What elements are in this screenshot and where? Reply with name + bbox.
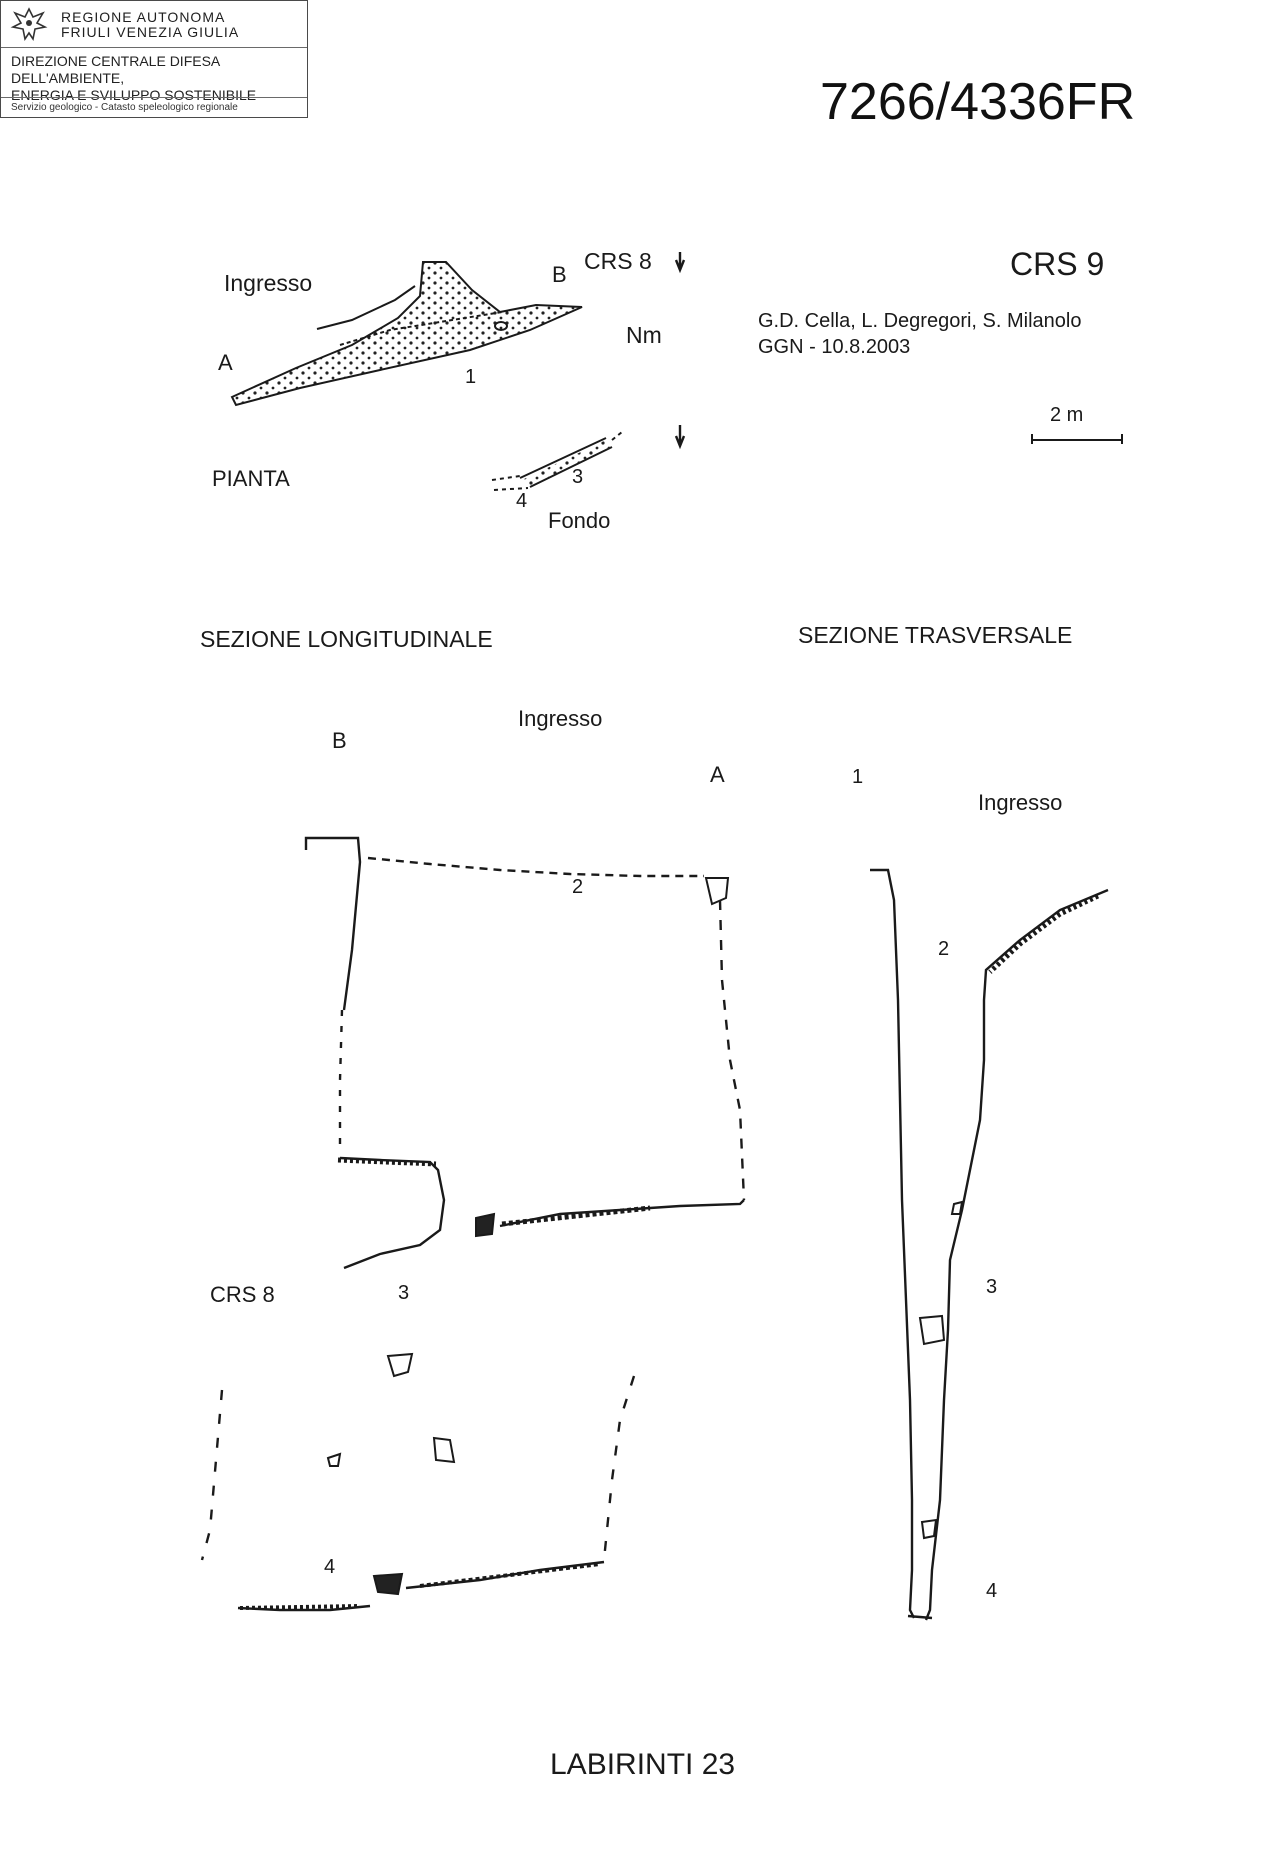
directorate-name: DIREZIONE CENTRALE DIFESA DELL'AMBIENTE,… <box>11 53 307 104</box>
trans-floor <box>907 1614 933 1620</box>
long-neighbor-label: CRS 8 <box>210 1282 275 1307</box>
long-top-left-wall <box>304 836 362 1011</box>
plan-north-label: Nm <box>626 322 662 348</box>
long-lower-left-dashed <box>200 1389 224 1561</box>
longitudinal-section-title: SEZIONE LONGITUDINALE <box>200 626 493 652</box>
boulder-icon <box>950 1200 964 1215</box>
boulder-icon <box>475 1212 496 1238</box>
long-floor-pebbles <box>501 1205 651 1227</box>
plan-entrance-label: Ingresso <box>224 270 313 296</box>
plan-boulder-icon <box>494 321 508 331</box>
service-name: Servizio geologico - Catasto speleologic… <box>11 102 238 113</box>
plan-survey-date: GGN - 10.8.2003 <box>758 336 911 358</box>
boulder-icon <box>704 877 730 906</box>
plan-scale-label: 2 m <box>1050 404 1084 426</box>
plan-view-label: PIANTA <box>212 466 290 491</box>
org-line-2: FRIULI VENEZIA GIULIA <box>61 24 240 40</box>
long-ledge <box>339 1156 446 1270</box>
scale-bar <box>1031 434 1123 444</box>
plan-point-a: A <box>218 350 233 375</box>
long-point-b: B <box>332 728 347 753</box>
plan-point-b: B <box>552 262 567 287</box>
plan-bottom-label: Fondo <box>548 508 611 533</box>
trans-right-pebbles <box>988 893 1100 974</box>
header-divider <box>1 47 307 48</box>
boulder-icon <box>372 1572 404 1596</box>
boulder-icon <box>326 1452 342 1467</box>
plan-station-1: 1 <box>465 366 477 388</box>
header-divider <box>1 97 307 98</box>
longitudinal-section <box>200 836 746 1612</box>
directorate-line-1: DIREZIONE CENTRALE DIFESA DELL'AMBIENTE, <box>11 53 220 86</box>
plan-bottom-passage <box>519 437 613 488</box>
long-right-wall-dashed <box>718 899 746 1201</box>
plan-cave-name: CRS 9 <box>1010 246 1105 282</box>
trans-station-4: 4 <box>986 1580 998 1602</box>
north-arrow-icon <box>674 252 686 450</box>
boulder-icon <box>432 1436 456 1464</box>
trans-entrance-label: Ingresso <box>978 790 1063 815</box>
long-lower-right-dashed <box>602 1375 636 1561</box>
long-point-a: A <box>710 762 725 787</box>
plan-station-3: 3 <box>572 466 584 488</box>
directorate-line-2: ENERGIA E SVILUPPO SOSTENIBILE <box>11 87 257 103</box>
trans-right-wall <box>924 888 1109 1621</box>
plan-entrance-wall <box>316 285 416 330</box>
plan-inner-ledge <box>339 311 503 346</box>
plan-neighbor-label: CRS 8 <box>584 248 652 274</box>
transversal-section <box>870 868 1109 1621</box>
boulder-icon <box>386 1352 414 1378</box>
plan-bottom-dashes <box>491 431 623 491</box>
long-left-wall-dashed <box>338 1009 344 1150</box>
header-box: REGIONE AUTONOMA FRIULI VENEZIA GIULIA D… <box>0 0 308 118</box>
org-line-1: REGIONE AUTONOMA <box>61 9 226 25</box>
plan-station-4: 4 <box>516 490 528 512</box>
regional-eagle-logo-icon <box>10 7 48 42</box>
long-ledge-pebbles <box>337 1157 437 1167</box>
trans-station-1: 1 <box>852 766 864 788</box>
trans-station-2: 2 <box>938 938 950 960</box>
plan-authors: G.D. Cella, L. Degregori, S. Milanolo <box>758 310 1082 332</box>
long-bottom-right-pebbles <box>419 1562 601 1588</box>
long-station-2: 2 <box>572 876 584 898</box>
boulder-icon <box>918 1314 946 1346</box>
trans-left-wall <box>870 868 916 1619</box>
long-ceiling-dashed <box>367 856 704 878</box>
long-station-3: 3 <box>398 1282 410 1304</box>
org-name: REGIONE AUTONOMA FRIULI VENEZIA GIULIA <box>61 10 239 40</box>
long-bottom-floor-pebbles <box>239 1604 361 1610</box>
cave-code: 7266/4336FR <box>820 73 1136 131</box>
plan-view <box>230 252 1123 491</box>
plan-bottom-fill <box>522 440 612 486</box>
long-station-4: 4 <box>324 1556 336 1578</box>
boulder-icon <box>920 1518 938 1540</box>
transversal-section-title: SEZIONE TRASVERSALE <box>798 622 1073 648</box>
publication-footer: LABIRINTI 23 <box>550 1748 736 1781</box>
trans-station-3: 3 <box>986 1276 998 1298</box>
long-entrance-label: Ingresso <box>518 706 603 731</box>
